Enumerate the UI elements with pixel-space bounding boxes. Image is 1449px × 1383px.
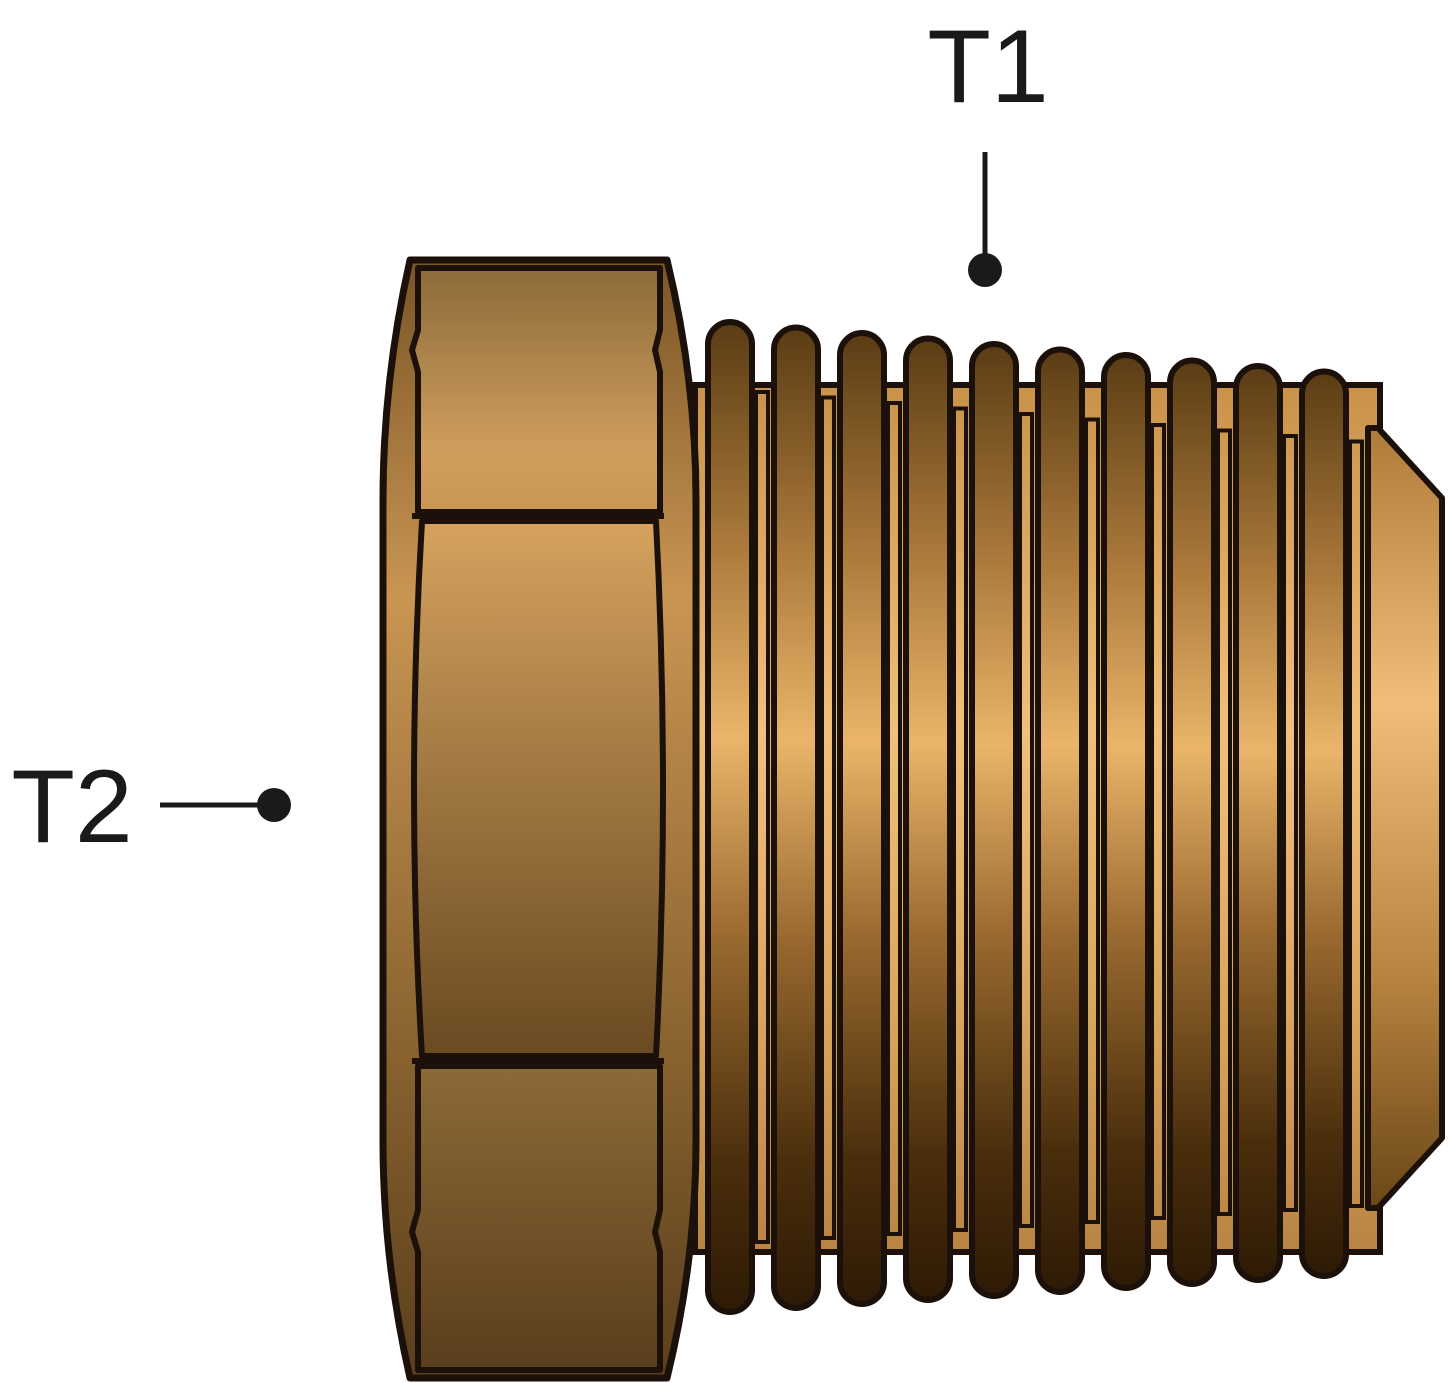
hex-face-top <box>409 265 663 515</box>
hex-face-bottom <box>409 1063 663 1373</box>
thread-root-face <box>1216 428 1232 1216</box>
thread-crest <box>903 335 953 1303</box>
thread-root-face <box>1348 439 1364 1208</box>
chamfer-tip <box>1365 425 1445 1211</box>
thread-root-face <box>1084 417 1100 1224</box>
thread-root-face <box>820 395 836 1240</box>
thread-shank <box>692 319 1383 1315</box>
thread-root-face <box>1018 412 1034 1228</box>
callout-t1: T1 <box>927 9 1049 287</box>
thread-crest <box>1233 363 1283 1283</box>
thread-crest <box>837 330 887 1307</box>
callout-t2: T2 <box>11 749 291 865</box>
thread-crest <box>1167 357 1217 1287</box>
label-t1: T1 <box>927 9 1048 125</box>
hex-head <box>379 256 700 1382</box>
thread-root-face <box>1150 423 1166 1220</box>
thread-crest <box>771 324 821 1311</box>
thread-root-face <box>754 390 770 1244</box>
label-t2: T2 <box>11 749 132 865</box>
thread-crest <box>705 319 755 1315</box>
thread-root-face <box>952 406 968 1232</box>
leader-dot-t2 <box>257 788 291 822</box>
thread-crest <box>1299 368 1349 1279</box>
thread-root-face <box>1282 434 1298 1212</box>
thread-root-face <box>886 401 902 1236</box>
thread-crest <box>1101 352 1151 1291</box>
thread-crests <box>705 319 1364 1315</box>
thread-crest <box>969 341 1019 1299</box>
leader-dot-t1 <box>968 253 1002 287</box>
thread-crest <box>1035 346 1085 1295</box>
hex-face-middle <box>411 518 666 1059</box>
